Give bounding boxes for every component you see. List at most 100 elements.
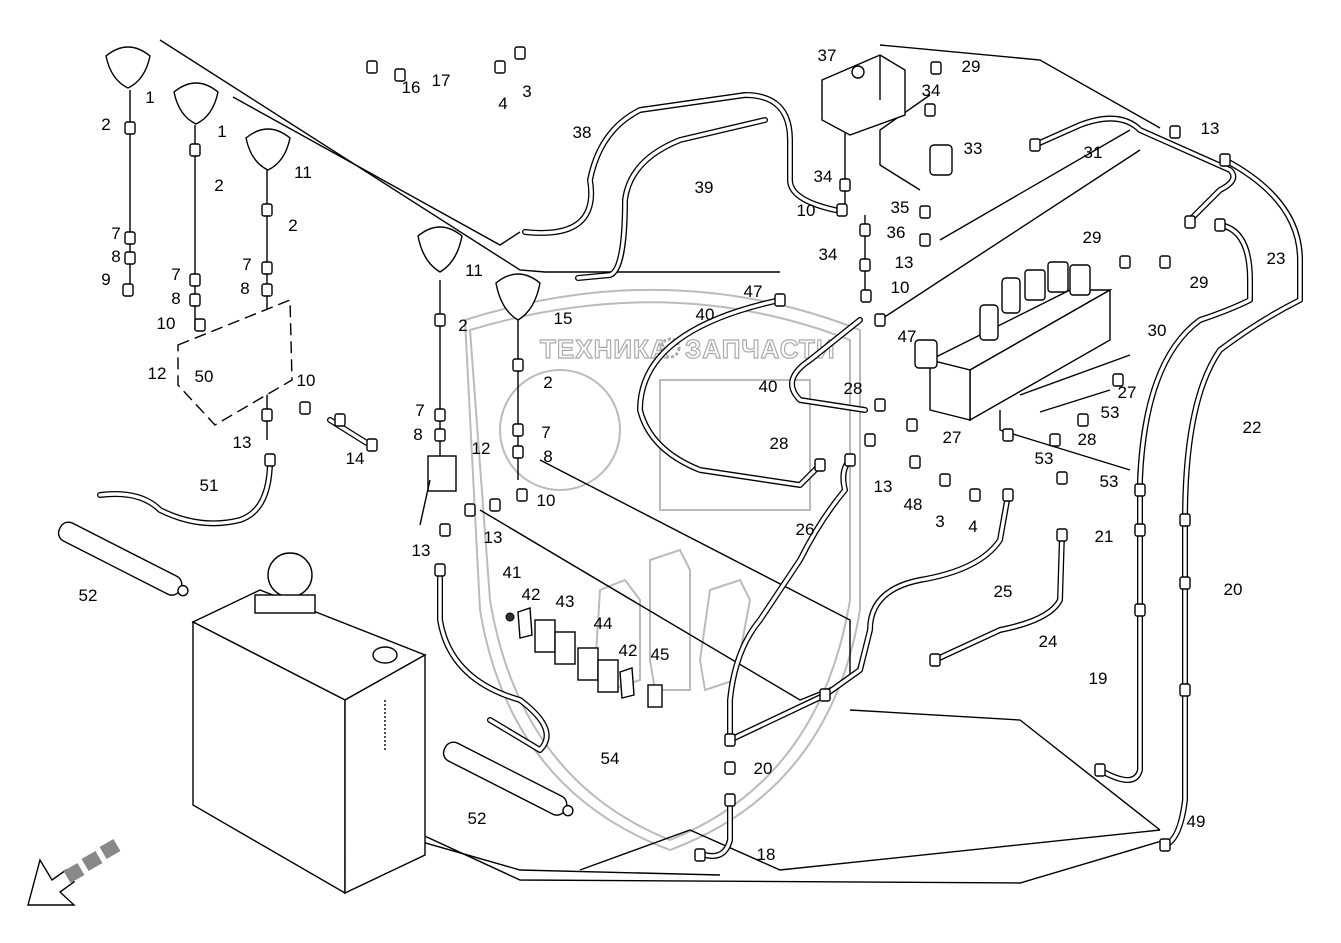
fitting: [366, 438, 378, 452]
callout-label: 7: [171, 265, 180, 284]
callout-label: 24: [1039, 632, 1058, 651]
callout-label: 29: [1083, 228, 1102, 247]
callout-label: 20: [754, 759, 773, 778]
callout-label: 13: [1201, 119, 1220, 138]
fitting: [930, 61, 942, 75]
callout-label: 48: [904, 495, 923, 514]
callout-label: 2: [214, 176, 223, 195]
callout-label: 42: [619, 641, 638, 660]
fitting: [394, 68, 406, 82]
gear-icon: [659, 337, 681, 359]
callout-label: 52: [468, 809, 487, 828]
callout-label: 1: [145, 88, 154, 107]
fitting: [124, 251, 136, 265]
callout-label: 13: [233, 433, 252, 452]
fitting: [874, 313, 886, 327]
callout-label: 28: [1078, 430, 1097, 449]
fitting: [261, 408, 273, 422]
hydraulic-tank: [191, 552, 427, 895]
callout-label: 53: [1035, 449, 1054, 468]
callout-label: 10: [797, 201, 816, 220]
fitting: [434, 313, 446, 327]
fitting: [1134, 523, 1146, 537]
fitting: [1184, 215, 1196, 229]
fitting: [261, 203, 273, 217]
callout-label: 47: [898, 327, 917, 346]
fitting: [1134, 603, 1146, 617]
fitting: [512, 423, 524, 437]
fittings: [122, 46, 1231, 862]
fitting: [864, 433, 876, 447]
fitting: [1112, 373, 1124, 387]
callout-label: 9: [101, 270, 110, 289]
callout-label: 43: [556, 592, 575, 611]
fitting: [1056, 528, 1068, 542]
fitting: [464, 503, 476, 517]
callout-label: 8: [543, 447, 552, 466]
fitting: [919, 205, 931, 219]
callout-label: 38: [573, 123, 592, 142]
callout-label: 17: [432, 71, 451, 90]
fitting: [774, 293, 786, 307]
callout-label: 27: [1118, 383, 1137, 402]
callout-label: 31: [1084, 143, 1103, 162]
callout-label: 12: [472, 439, 491, 458]
fitting: [124, 121, 136, 135]
fitting: [844, 453, 856, 467]
fitting: [1056, 471, 1068, 485]
callout-label: 13: [412, 541, 431, 560]
callout-label: 16: [402, 78, 421, 97]
fitting: [261, 283, 273, 297]
callout-label: 8: [111, 247, 120, 266]
fitting: [859, 223, 871, 237]
fitting: [694, 848, 706, 862]
callout-label: 7: [242, 255, 251, 274]
callout-label: 10: [537, 491, 556, 510]
callout-label: 40: [759, 377, 778, 396]
fitting: [489, 498, 501, 512]
fitting: [859, 258, 871, 272]
callout-label: 53: [1101, 403, 1120, 422]
fitting: [1002, 488, 1014, 502]
callout-label: 12: [148, 364, 167, 383]
callout-label: 34: [819, 245, 838, 264]
callout-label: 7: [541, 423, 550, 442]
fitting: [1214, 218, 1226, 232]
callout-label: 22: [1243, 418, 1262, 437]
fitting: [514, 46, 526, 60]
fitting: [836, 203, 848, 217]
callout-label: 27: [943, 428, 962, 447]
arrow-down-left-icon: [27, 838, 121, 906]
callout-label: 8: [171, 289, 180, 308]
callout-label: 52: [79, 586, 98, 605]
hydraulic-pipes: [97, 92, 1303, 859]
callout-label: 10: [891, 278, 910, 297]
callout-label: 2: [543, 373, 552, 392]
callout-label: 8: [240, 279, 249, 298]
fitting: [819, 688, 831, 702]
fitting: [1179, 683, 1191, 697]
fitting: [919, 233, 931, 247]
callout-label: 13: [874, 477, 893, 496]
fitting: [1179, 576, 1191, 590]
callout-label: 4: [968, 517, 977, 536]
fitting: [1002, 428, 1014, 442]
fitting: [1169, 125, 1181, 139]
fitting: [839, 178, 851, 192]
callout-label: 50: [195, 367, 214, 386]
callout-label: 37: [818, 46, 837, 65]
fitting: [189, 273, 201, 287]
fitting: [909, 455, 921, 469]
callout-label: 10: [297, 371, 316, 390]
fitting: [874, 398, 886, 412]
callout-label: 1: [217, 122, 226, 141]
valve-plates: [505, 607, 663, 708]
callout-label: 45: [651, 645, 670, 664]
callout-label: 11: [465, 261, 483, 280]
fitting: [494, 60, 506, 74]
callout-label: 2: [458, 316, 467, 335]
callout-label: 47: [744, 282, 763, 301]
watermark-text-left: ТЕХНИКА: [540, 334, 670, 364]
fitting: [434, 408, 446, 422]
